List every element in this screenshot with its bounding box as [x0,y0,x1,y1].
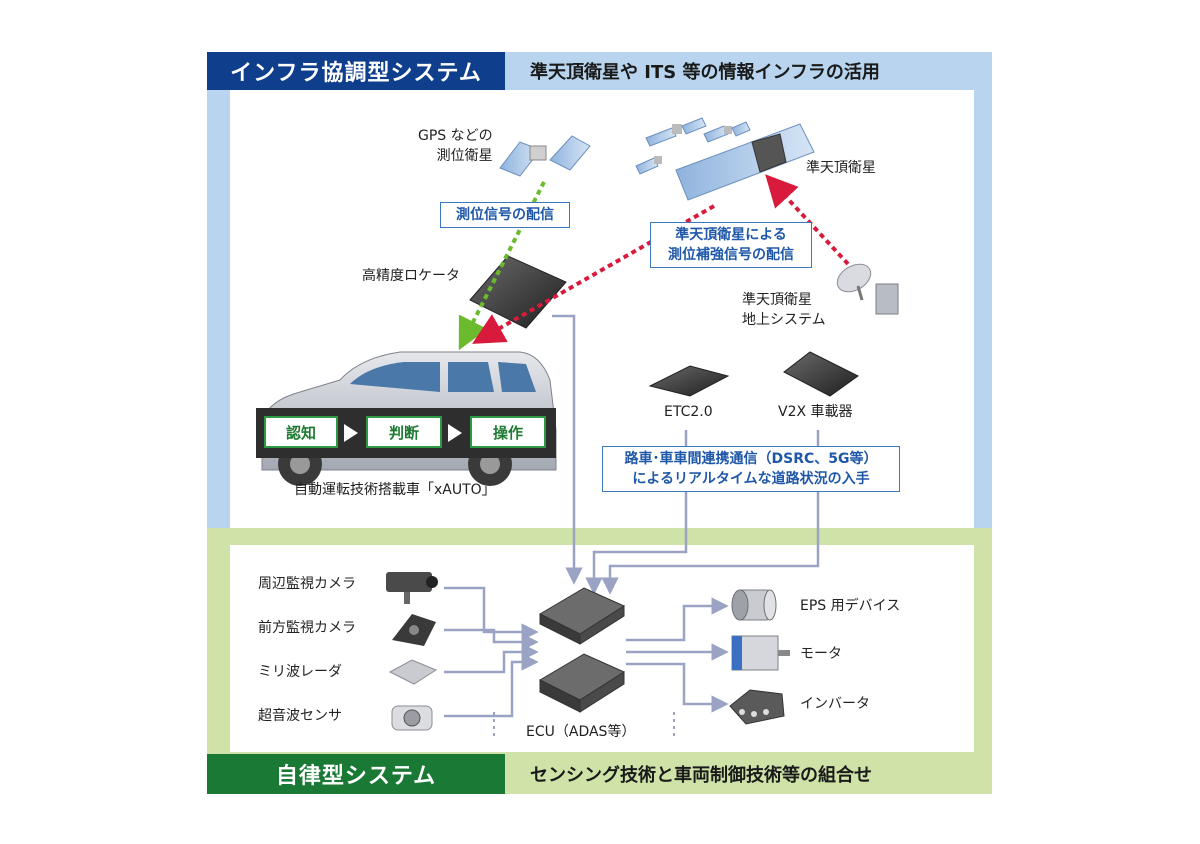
sensor-label-ultrasonic: 超音波センサ [258,708,342,724]
augmentation-signal-arrow [472,204,715,344]
ultrasonic-sensor-icon [391,705,433,731]
ecu-unit-icon [538,587,626,713]
ground-station-label: 準天頂衛星地上システム [742,292,826,328]
locator-label: 高精度ロケータ [362,268,460,284]
ecu-label: ECU（ADAS等） [526,724,636,740]
augmentation-signal-box: 準天頂衛星による測位補強信号の配信 [650,222,812,268]
actuator-label-motor: モータ [800,646,842,662]
car-label: 自動運転技術搭載車「xAUTO」 [294,482,496,498]
infra-title: インフラ協調型システム [207,52,505,90]
sensor-label-radar: ミリ波レーダ [258,664,342,680]
etc-device-icon [648,365,730,397]
front-camera-icon [392,614,436,646]
gps-satellite-icon [499,135,591,177]
ground-station-icon [836,263,899,315]
qzs-label: 準天頂衛星 [806,160,876,176]
auto-title: 自律型システム [207,754,505,794]
flow-step-operation: 操作 [470,416,546,448]
sensor-label-front-camera: 前方監視カメラ [258,620,356,636]
ecu-dotted-continuation [493,712,675,740]
actuator-label-inverter: インバータ [800,696,870,712]
flow-step-judgement: 判断 [366,416,442,448]
gps-satellite-label: GPS などの測位衛星 [418,128,493,164]
v2x-label: V2X 車載器 [778,404,853,420]
actuator-label-eps: EPS 用デバイス [800,598,901,614]
motor-icon [731,635,790,671]
eps-device-icon [731,589,777,621]
v2x-device-icon [783,351,859,397]
positioning-signal-box: 測位信号の配信 [440,202,570,228]
radar-icon [388,659,438,685]
flow-arrow-icon [344,424,358,442]
inverter-icon [729,689,785,725]
auto-subtitle: センシング技術と車両制御技術等の組合せ [530,765,872,786]
infra-subtitle: 準天頂衛星や ITS 等の情報インフラの活用 [530,62,880,83]
surround-camera-icon [386,572,438,604]
v2x-communication-box: 路車･車車間連携通信（DSRC、5G等）によるリアルタイムな道路状況の入手 [602,446,900,492]
flow-arrow-icon [448,424,462,442]
sensor-label-surround-camera: 周辺監視カメラ [258,576,356,592]
etc-label: ETC2.0 [664,404,713,420]
flow-step-recognition: 認知 [264,416,338,448]
qzs-satellite-icon [635,117,815,201]
